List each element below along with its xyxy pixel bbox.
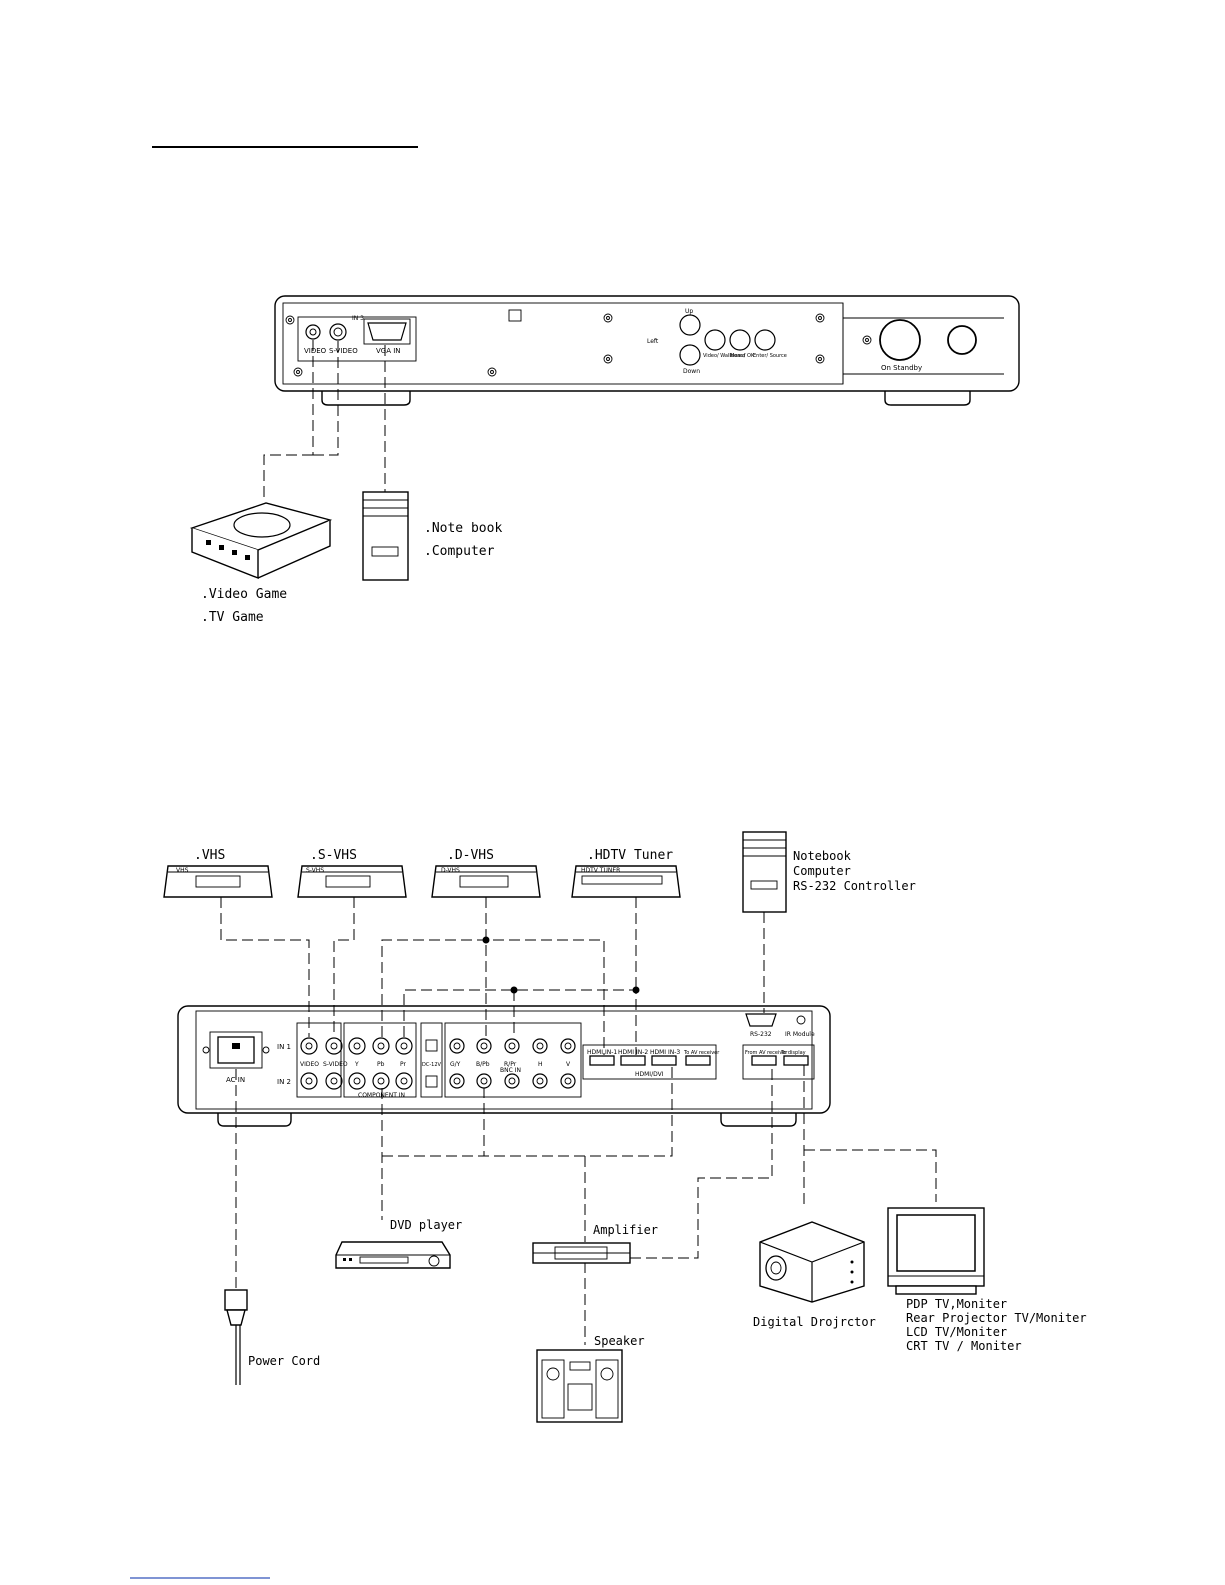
- in1-label: IN 1: [277, 1043, 291, 1051]
- front-cables: [263, 340, 386, 500]
- video-wallboard-label: Video/ Wallboard: [703, 353, 745, 359]
- bnc-h-label: H: [538, 1061, 543, 1068]
- display-rear-label: Rear Projector TV/Moniter: [906, 1311, 1087, 1325]
- power-cord-label: Power Cord: [248, 1354, 320, 1368]
- speaker-label: Speaker: [594, 1334, 645, 1348]
- rs232-computer-icon: [742, 831, 787, 913]
- tv-game-label: .TV Game: [201, 610, 264, 625]
- hdtv-tuner-device: [571, 865, 681, 898]
- bnc-bpb-label: B/Pb: [476, 1061, 490, 1068]
- front-video-label: VIDEO: [304, 347, 327, 355]
- up-label: Up: [685, 308, 693, 315]
- video-jack: [305, 324, 321, 340]
- rear-panel: [177, 1005, 831, 1127]
- computer-label: .Computer: [424, 544, 495, 559]
- pr-label: Pr: [400, 1061, 407, 1068]
- bnc-gy-label: G/Y: [450, 1061, 461, 1068]
- dvhs-panel-label: D-VHS: [441, 867, 460, 874]
- svhs-title: .S-VHS: [310, 848, 357, 863]
- dc-label: DC-12V: [422, 1062, 442, 1068]
- down-label: Down: [683, 368, 700, 375]
- standby-button: [947, 325, 977, 355]
- controller-notebook-label: Notebook: [793, 849, 852, 863]
- bnc-rpr-label: R/Pr: [504, 1061, 517, 1068]
- svhs-device: [297, 865, 407, 898]
- power-label: On Standby: [881, 364, 922, 372]
- video-game-label: .Video Game: [201, 587, 287, 602]
- monitor-device: [887, 1207, 985, 1295]
- hdtv-panel-label: HDTV TUNER: [581, 867, 620, 874]
- dvd-player-device: [335, 1241, 451, 1269]
- dvhs-title: .D-VHS: [447, 848, 494, 863]
- power-plug-icon: [224, 1289, 248, 1385]
- hdtv-title: .HDTV Tuner: [587, 848, 673, 863]
- in2-label: IN 2: [277, 1078, 291, 1086]
- controller-rs232-label: RS-232 Controller: [793, 879, 916, 893]
- speaker-device: [536, 1349, 623, 1423]
- display-crt-label: CRT TV / Moniter: [906, 1339, 1022, 1353]
- bnc-v-label: V: [566, 1061, 571, 1068]
- controller-computer-label: Computer: [793, 864, 851, 878]
- menu-ok-label: Menu/ OK: [730, 353, 755, 359]
- rear-output-cables: [235, 1065, 937, 1345]
- dvd-label: DVD player: [390, 1218, 462, 1232]
- amplifier-label: Amplifier: [593, 1223, 658, 1237]
- menu-ok-button: [729, 329, 751, 351]
- vhs-panel-label: VHS: [176, 867, 189, 874]
- hdmi-in2-label: HDMI IN-2: [618, 1049, 648, 1056]
- bnc-in-label: BNC IN: [500, 1067, 521, 1074]
- screws: [285, 313, 872, 377]
- to-av-label: To AV receiver: [683, 1050, 720, 1056]
- front-computer-icon: [362, 491, 409, 581]
- power-knob: [879, 319, 921, 361]
- from-av-label: From AV receiver: [745, 1050, 788, 1056]
- front-vga-label: VGA IN: [376, 347, 401, 355]
- rs232-label: RS-232: [750, 1031, 772, 1038]
- y-label: Y: [354, 1061, 359, 1068]
- projector-label: Digital Drojrctor: [753, 1315, 876, 1329]
- display-lcd-label: LCD TV/Moniter: [906, 1325, 1007, 1339]
- vhs-device: [163, 865, 273, 898]
- projector-device: [759, 1221, 865, 1303]
- left-label: Left: [647, 338, 659, 345]
- front-panel: [274, 295, 1020, 406]
- enter-source-label: Enter/ Source: [753, 353, 787, 359]
- down-button: [679, 344, 701, 366]
- pb-label: Pb: [377, 1061, 385, 1068]
- amplifier-device: [532, 1242, 631, 1264]
- rear-svideo-label: S-VIDEO: [323, 1061, 348, 1068]
- vga-port: [367, 322, 407, 341]
- display-pdp-label: PDP TV,Moniter: [906, 1297, 1007, 1311]
- vhs-title: .VHS: [194, 848, 225, 863]
- svideo-jack: [329, 323, 347, 341]
- front-in3-label: IN 3: [352, 315, 364, 322]
- enter-source-button: [754, 329, 776, 351]
- ir-module-label: IR Module: [785, 1031, 815, 1038]
- dvhs-device: [431, 865, 541, 898]
- video-game-console: [189, 502, 333, 580]
- hdmi-dvi-label: HDMI/DVI: [635, 1071, 664, 1078]
- hdmi-in1-label: HDMI IN-1: [587, 1049, 617, 1056]
- rear-input-cables: [220, 897, 765, 1055]
- hdmi-in3-label: HDMI IN-3: [650, 1049, 680, 1056]
- ir-window: [508, 309, 522, 322]
- up-button: [679, 314, 701, 336]
- rear-video-label: VIDEO: [300, 1061, 319, 1068]
- video-wallboard-button: [704, 329, 726, 351]
- notebook-label: .Note book: [424, 521, 502, 536]
- svhs-panel-label: S-VHS: [306, 867, 324, 874]
- to-display-label: To display: [780, 1050, 806, 1056]
- front-svideo-label: S-VIDEO: [329, 347, 358, 355]
